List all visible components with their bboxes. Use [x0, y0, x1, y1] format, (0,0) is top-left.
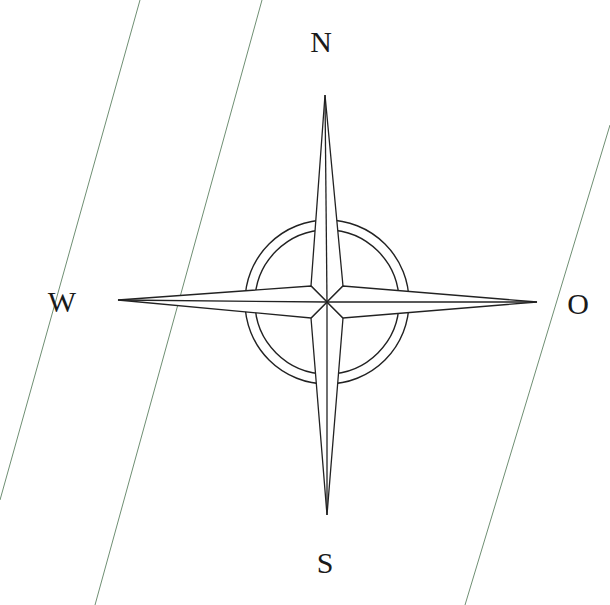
arm-ridge: [325, 95, 327, 302]
grid-line: [0, 0, 140, 500]
direction-label: W: [48, 287, 76, 317]
arm-ridge: [118, 300, 327, 302]
grid-line: [465, 125, 610, 605]
east-arm: [327, 286, 537, 318]
compass-star: [118, 95, 537, 515]
direction-label: O: [567, 289, 589, 319]
west-arm: [118, 286, 327, 318]
arm-ridge: [326, 302, 327, 515]
arm-ridge: [327, 301, 537, 302]
direction-label: N: [310, 27, 332, 57]
direction-label: S: [317, 548, 334, 578]
north-arm: [311, 95, 343, 302]
south-arm: [311, 302, 343, 515]
